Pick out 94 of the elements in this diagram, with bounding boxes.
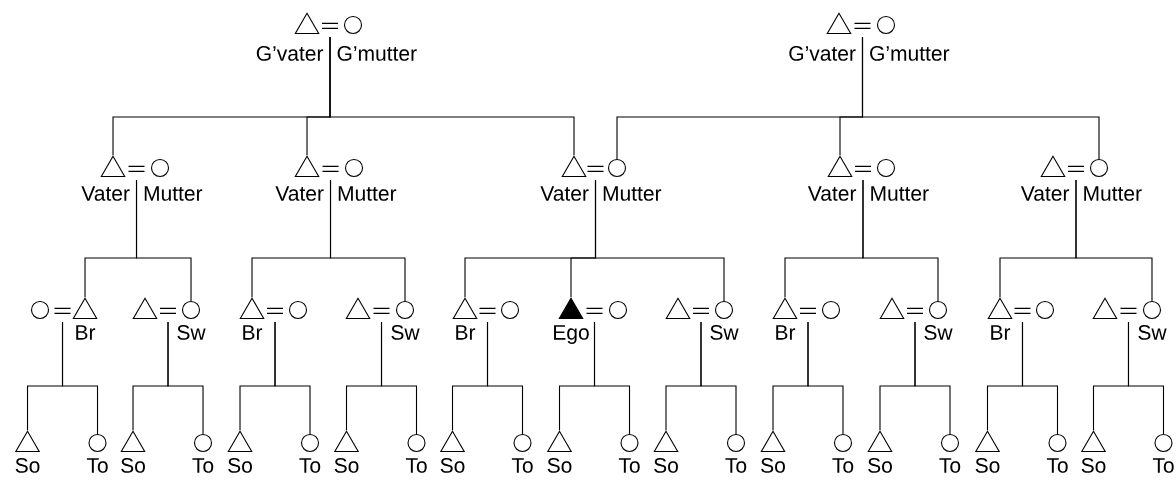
descent-line	[329, 179, 406, 302]
person-label: So	[334, 457, 359, 473]
person-label: Br	[76, 325, 96, 340]
person-label: Mutter	[871, 186, 929, 201]
descent-line	[861, 36, 1100, 160]
person-label: G’vater	[256, 45, 324, 61]
person-label: G’vater	[789, 45, 856, 61]
person-label: Sw	[710, 324, 739, 340]
person-label: Sw	[177, 324, 206, 340]
marriage-sign	[586, 165, 605, 172]
person-label: To	[299, 458, 321, 473]
marriage-sign	[478, 307, 497, 314]
person-label: Mutter	[338, 186, 397, 201]
marriage-sign	[53, 307, 72, 314]
person-label: So	[121, 457, 145, 473]
person-label: Sw	[1138, 324, 1167, 340]
circle-symbol	[821, 300, 841, 320]
triangle-symbol	[132, 297, 158, 320]
descent-line	[862, 179, 939, 302]
marriage-sign	[1119, 307, 1138, 314]
person-label: Vater	[275, 186, 324, 201]
descent-line	[486, 321, 524, 435]
descent-line	[807, 321, 844, 435]
person-label: Vater	[81, 186, 130, 201]
person-label: G’mutter	[870, 45, 950, 61]
descent-line	[380, 321, 418, 435]
person-label: Vater	[540, 186, 589, 201]
person-label: So	[975, 457, 1000, 473]
person-label: So	[15, 457, 40, 473]
marriage-sign	[266, 307, 284, 314]
circle-symbol	[608, 300, 628, 320]
marriage-sign	[127, 165, 146, 172]
person-label: So	[1081, 457, 1106, 473]
descent-line	[167, 321, 204, 435]
person-label: To	[511, 458, 533, 473]
person-label: To	[725, 458, 747, 473]
descent-line	[274, 321, 311, 435]
descent-line	[594, 179, 725, 302]
person-label: So	[654, 457, 678, 473]
circle-symbol	[30, 300, 50, 320]
person-label: Mutter	[1084, 186, 1142, 201]
descent-line	[329, 36, 575, 156]
person-label: Sw	[391, 324, 420, 340]
marriage-sign	[853, 22, 872, 29]
descent-line	[135, 179, 192, 302]
person-label: Sw	[924, 324, 953, 340]
marriage-sign	[159, 307, 177, 314]
person-label: Br	[991, 325, 1011, 340]
descent-line	[593, 321, 631, 435]
descent-line	[914, 321, 951, 435]
person-label: Mutter	[144, 186, 203, 201]
person-label: To	[405, 458, 427, 473]
marriage-sign	[906, 307, 924, 314]
person-label: To	[618, 458, 640, 473]
person-label: Vater	[1020, 186, 1070, 201]
circle-symbol	[500, 300, 520, 320]
person-label: So	[761, 457, 785, 473]
triangle-symbol	[879, 297, 905, 320]
triangle-symbol	[1092, 297, 1118, 320]
person-label: G’mutter	[337, 45, 417, 61]
marriage-sign	[321, 165, 340, 172]
person-label: To	[86, 458, 108, 473]
person-label: To	[832, 458, 854, 473]
marriage-sign	[321, 22, 339, 29]
person-label: To	[192, 458, 214, 473]
person-label: To	[1152, 458, 1174, 473]
marriage-sign	[585, 307, 604, 314]
triangle-symbol	[665, 297, 691, 320]
marriage-sign	[1067, 165, 1085, 172]
marriage-sign	[799, 307, 817, 314]
descent-line	[1127, 321, 1165, 435]
marriage-sign	[854, 165, 872, 172]
descent-line	[700, 321, 737, 435]
person-label: Mutter	[603, 186, 662, 201]
person-label: To	[939, 458, 961, 473]
circle-symbol	[288, 300, 308, 320]
marriage-sign	[372, 307, 391, 314]
person-label: To	[1046, 458, 1068, 473]
person-label: So	[440, 457, 465, 473]
triangle-symbol	[345, 297, 371, 320]
marriage-sign	[1013, 307, 1032, 314]
person-label: So	[547, 457, 572, 473]
person-label: Br	[456, 325, 476, 340]
person-label: Vater	[807, 186, 857, 201]
person-label: Ego	[554, 325, 589, 344]
descent-line	[61, 321, 99, 435]
person-label: Br	[776, 325, 796, 340]
circle-symbol	[1035, 300, 1055, 320]
descent-line	[1021, 321, 1059, 435]
person-label: So	[868, 457, 892, 473]
marriage-sign	[692, 307, 710, 314]
person-label: Br	[243, 325, 263, 340]
descent-line	[1075, 179, 1153, 302]
person-label: So	[228, 457, 252, 473]
